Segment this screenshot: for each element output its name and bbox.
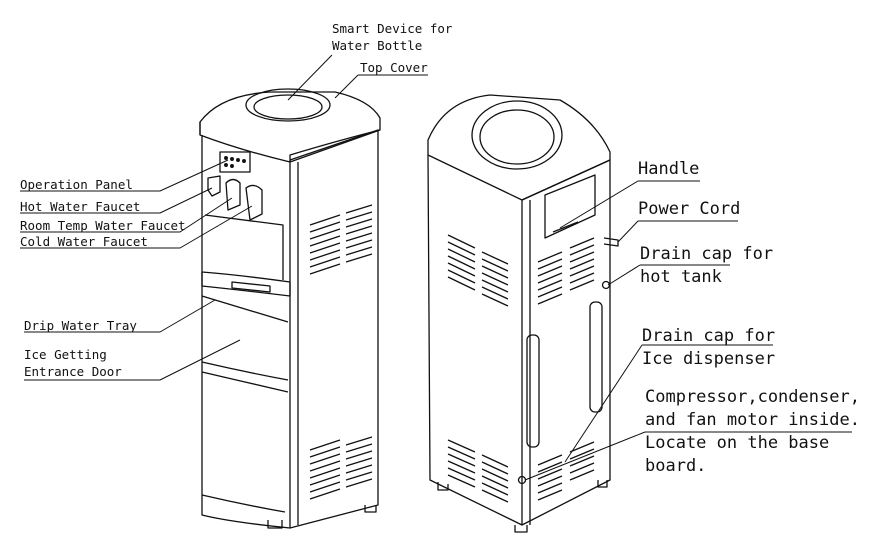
leader-lines [20, 54, 852, 481]
drip-tray [201, 271, 291, 297]
label-power-cord: Power Cord [638, 199, 741, 219]
label-ice-door-line2: Entrance Door [24, 364, 122, 379]
side-vents-upper [309, 204, 373, 275]
room-faucet [225, 178, 241, 211]
label-cold-water-faucet: Cold Water Faucet [20, 234, 148, 249]
label-handle: Handle [638, 159, 700, 179]
ice-door [201, 295, 289, 381]
label-compressor-line3: Locate on the base [645, 433, 830, 453]
cold-faucet [245, 184, 263, 221]
label-drain-hot-line1: Drain cap for [640, 244, 774, 264]
bottle-receptacle [245, 88, 331, 122]
drain-cap-hot [601, 280, 611, 290]
label-drain-hot-line2: hot tank [640, 267, 722, 287]
label-compressor-line4: board. [645, 456, 707, 476]
label-compressor-line2: and fan motor inside. [645, 410, 860, 430]
label-operation-panel: Operation Panel [20, 177, 133, 192]
label-top-cover: Top Cover [360, 60, 428, 75]
back-dispenser-unit [427, 94, 619, 533]
faucets [207, 175, 263, 221]
label-room-temp-faucet: Room Temp Water Faucet [20, 218, 186, 233]
label-drain-ice-line2: Ice dispenser [642, 349, 776, 369]
label-hot-water-faucet: Hot Water Faucet [20, 199, 141, 214]
label-drip-water-tray: Drip Water Tray [24, 318, 137, 333]
side-vents-lower [309, 436, 373, 500]
label-smart-device-line2: Water Bottle [332, 38, 423, 53]
handle [544, 174, 596, 239]
bottle-receptacle-back [471, 100, 563, 170]
hot-faucet [207, 175, 221, 197]
label-smart-device-line1: Smart Device for [332, 21, 453, 36]
label-compressor-line1: Compressor,condenser, [645, 387, 860, 407]
front-dispenser-unit [199, 88, 381, 529]
power-cord [603, 237, 619, 247]
label-drain-ice-line1: Drain cap for [642, 326, 776, 346]
operation-panel [219, 151, 251, 173]
label-ice-door-line1: Ice Getting [24, 347, 107, 362]
